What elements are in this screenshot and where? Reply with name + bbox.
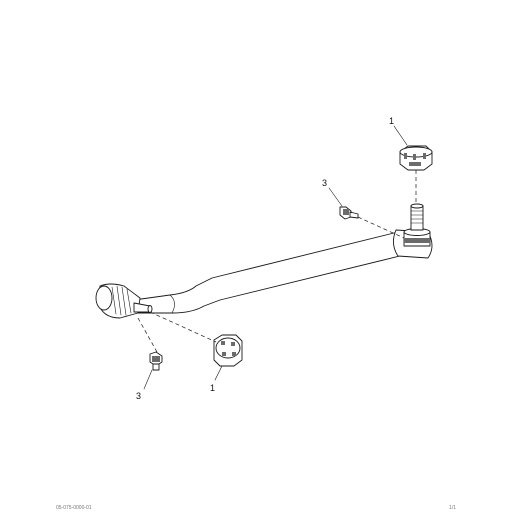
leader-lines [143, 125, 408, 390]
callout-fitting-bottom: 3 [136, 391, 141, 401]
tie-rod-tube [133, 231, 409, 314]
callout-fitting-top: 3 [322, 178, 327, 188]
castle-nut-top [399, 145, 433, 171]
document-number: 05-075-0000-01 [56, 505, 92, 511]
castle-nut-bottom [213, 334, 243, 367]
tie-rod-end-right [393, 203, 433, 259]
callout-nut-bottom: 1 [210, 383, 215, 393]
assembly-lines [137, 170, 417, 353]
callout-nut-top: 1 [389, 116, 394, 126]
grease-fitting-top [339, 206, 359, 220]
page-mark: 1/1 [449, 505, 456, 511]
grease-fitting-bottom [149, 351, 163, 371]
tie-rod-end-left [95, 283, 153, 319]
